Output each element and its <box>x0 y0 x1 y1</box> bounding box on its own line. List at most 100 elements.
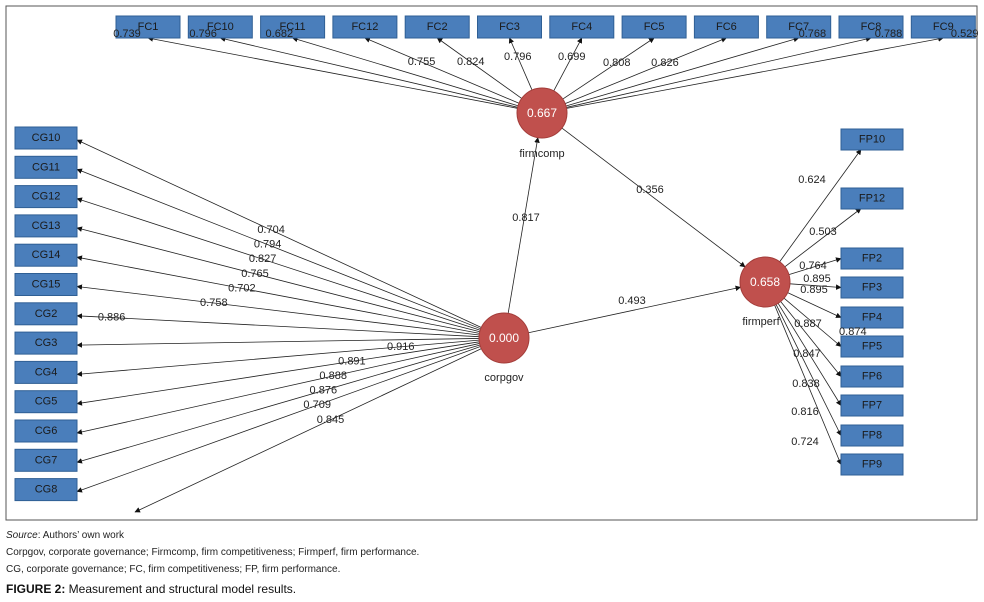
indicator-cg14 <box>14 243 78 267</box>
loading-cg8: 0.709 <box>303 399 331 411</box>
loading-edge-fp7 <box>777 303 842 406</box>
construct-corpgov-r2: 0.000 <box>489 331 519 345</box>
loading-edge-cg15 <box>76 284 480 336</box>
indicator-fp9 <box>840 453 904 476</box>
loading-cg3: 0.874 <box>839 326 867 338</box>
loading-edge-cg2 <box>76 313 480 338</box>
path-coef-corpgov-firmperf: 0.493 <box>618 295 646 307</box>
loading-edge-fc9 <box>566 36 944 109</box>
loading-fc8: 0.788 <box>875 28 903 40</box>
indicator-fc3 <box>477 15 542 39</box>
loading-fp6: 0.847 <box>793 348 821 360</box>
loading-edge-fc11 <box>292 36 519 107</box>
loading-cg4: 0.916 <box>387 341 415 353</box>
indicator-cg6-label: CG6 <box>35 425 58 437</box>
indicator-fp12 <box>840 187 904 210</box>
abbreviation-note-indicators: CG, corporate governance; FC, firm compe… <box>6 564 341 575</box>
loading-cg13: 0.765 <box>241 268 269 280</box>
indicator-cg13 <box>14 214 78 238</box>
loading-edge-fc6 <box>565 37 727 104</box>
indicator-fp8 <box>840 424 904 447</box>
indicator-cg3-label: CG3 <box>35 337 58 349</box>
indicator-cg2 <box>14 302 78 326</box>
construct-corpgov <box>478 312 530 364</box>
construct-firmcomp-name: firmcomp <box>519 148 564 160</box>
indicator-cg10-label: CG10 <box>32 132 61 144</box>
loading-edge-cg-13 <box>134 348 482 513</box>
loading-edge-fc3 <box>508 37 533 91</box>
indicator-cg4-label: CG4 <box>35 366 58 378</box>
loading-fp7: 0.838 <box>792 378 820 390</box>
indicator-fc8 <box>838 15 904 39</box>
loading-edge-cg8 <box>76 346 481 493</box>
loading-edge-fp12 <box>784 208 862 268</box>
loading-fp9: 0.724 <box>791 436 819 448</box>
loading-cg15: 0.758 <box>200 297 228 309</box>
loading-edge-fc4 <box>553 37 583 92</box>
loading-fp3: 0.895 <box>803 273 831 285</box>
loading-cg12: 0.827 <box>249 253 277 265</box>
indicator-fp10-label: FP10 <box>859 134 885 146</box>
indicator-fc1-label: FC1 <box>138 21 159 33</box>
indicator-fp4-label: FP4 <box>862 312 882 324</box>
indicator-fc6 <box>693 15 759 39</box>
edges-layer <box>76 36 944 513</box>
loading-fc6: 0.826 <box>651 57 679 69</box>
indicator-fp12-label: FP12 <box>859 193 885 205</box>
loading-cg6: 0.888 <box>319 370 347 382</box>
loading-fc9: 0.529 <box>951 28 979 40</box>
diagram-frame <box>5 5 978 521</box>
indicator-fp3-label: FP3 <box>862 282 882 294</box>
indicator-fc7 <box>766 15 832 39</box>
loading-fp8: 0.816 <box>791 406 819 418</box>
indicator-fp5-label: FP5 <box>862 341 882 353</box>
indicator-fc12 <box>332 15 398 39</box>
loading-edge-cg4 <box>76 339 480 377</box>
loading-fp5: 0.887 <box>794 318 822 330</box>
abbreviation-note-constructs: Corpgov, corporate governance; Firmcomp,… <box>6 547 420 558</box>
indicator-fp2-label: FP2 <box>862 253 882 265</box>
loading-edge-cg12 <box>76 197 481 331</box>
indicator-cg7 <box>14 448 78 472</box>
loading-fc5: 0.808 <box>603 57 631 69</box>
loading-cg5: 0.891 <box>338 355 366 367</box>
loading-edge-fc1 <box>147 36 518 109</box>
loading-edge-fp9 <box>774 304 842 466</box>
indicator-fp4 <box>840 306 904 329</box>
indicator-fc3-label: FC3 <box>499 21 520 33</box>
construct-firmperf <box>739 256 791 308</box>
indicator-fc9-label: FC9 <box>933 21 954 33</box>
loading-edge-fc12 <box>364 37 520 104</box>
construct-firmperf-name: firmperf <box>742 316 780 328</box>
indicator-cg15-label: CG15 <box>32 279 61 291</box>
indicator-cg13-label: CG13 <box>32 220 61 232</box>
indicator-fp8-label: FP8 <box>862 430 882 442</box>
figure-label: FIGURE 2: <box>6 582 66 596</box>
source-label: Source <box>6 530 38 541</box>
indicator-fc6-label: FC6 <box>716 21 737 33</box>
indicator-fc5-label: FC5 <box>644 21 665 33</box>
loading-cg7: 0.876 <box>310 385 338 397</box>
indicator-fp6 <box>840 365 904 388</box>
source-text: : Authors’ own work <box>37 530 125 541</box>
path-firmcomp-firmperf <box>561 127 746 268</box>
loading-edge-cg6 <box>76 343 480 435</box>
indicator-fc4-label: FC4 <box>571 21 592 33</box>
loading-edge-cg13 <box>76 226 480 333</box>
indicator-fc7-label: FC7 <box>788 21 809 33</box>
path-coef-corpgov-firmcomp: 0.817 <box>512 212 540 224</box>
loading-edge-cg7 <box>76 344 481 464</box>
figure-title-text: Measurement and structural model results… <box>65 582 297 596</box>
indicator-fc11-label: FC11 <box>280 21 306 33</box>
loading-edge-fp8 <box>775 304 842 437</box>
indicator-fc10-label: FC10 <box>207 21 234 33</box>
loading-cg11: 0.794 <box>254 239 282 251</box>
loading-edge-fp6 <box>780 301 842 377</box>
loading-fp10: 0.624 <box>798 174 826 186</box>
indicator-fc8-label: FC8 <box>861 21 882 33</box>
loading-fp2: 0.764 <box>799 260 827 272</box>
loading-edge-cg5 <box>76 341 480 406</box>
